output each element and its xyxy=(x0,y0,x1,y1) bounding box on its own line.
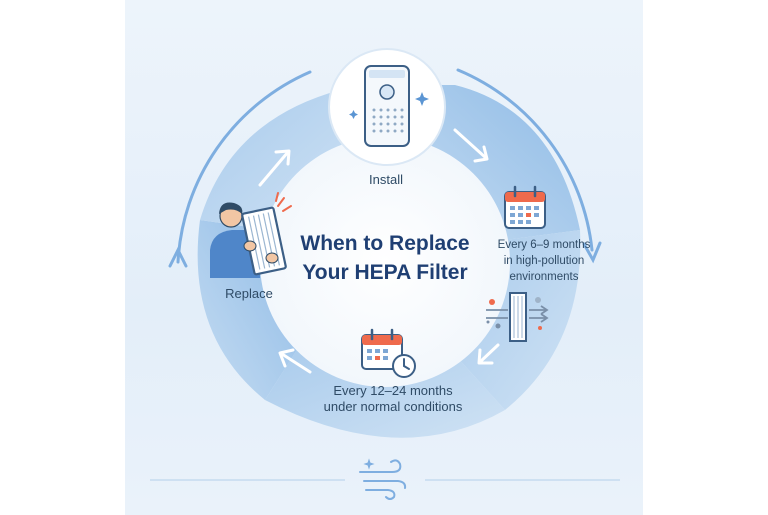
arrowhead-left xyxy=(278,348,295,368)
diagram-title: When to Replace Your HEPA Filter xyxy=(272,229,498,287)
arrowhead-down-right xyxy=(473,145,489,163)
outer-arc-left xyxy=(176,70,312,264)
person-holding-filter-icon xyxy=(210,192,292,278)
outer-arrowhead-right xyxy=(582,241,602,264)
filter-airflow-icon xyxy=(486,292,549,342)
high-pollution-line-2: in high-pollution xyxy=(503,255,585,267)
stage-label-high-pollution: Every 6–9 months in high-pollution envir… xyxy=(488,237,600,285)
calendar-clock-icon xyxy=(361,328,416,378)
air-purifier-icon xyxy=(349,65,429,147)
title-line-1: When to Replace xyxy=(300,232,470,255)
arrow-up-right xyxy=(258,150,290,187)
normal-line-2: under normal conditions xyxy=(323,399,463,414)
calendar-icon xyxy=(504,185,546,229)
high-pollution-line-3: environments xyxy=(509,271,579,283)
arrow-left xyxy=(280,352,312,374)
title-line-2: Your HEPA Filter xyxy=(302,261,468,284)
outer-arc-right xyxy=(456,68,594,252)
arrowhead-down-left xyxy=(477,348,494,365)
center-disk xyxy=(260,137,510,387)
normal-line-1: Every 12–24 months xyxy=(333,383,453,398)
stage-label-install: Install xyxy=(369,172,403,187)
arrow-down-right xyxy=(453,128,488,160)
stage-label-replace: Replace xyxy=(225,286,273,301)
arrowhead-up-right xyxy=(274,149,291,166)
high-pollution-line-1: Every 6–9 months xyxy=(497,239,591,251)
outer-cycle-arrows xyxy=(176,68,594,264)
wind-icon xyxy=(359,458,407,500)
arrow-down-left xyxy=(478,343,500,364)
stage-label-normal: Every 12–24 months under normal conditio… xyxy=(308,383,478,415)
outer-arrowhead-left xyxy=(168,246,188,268)
